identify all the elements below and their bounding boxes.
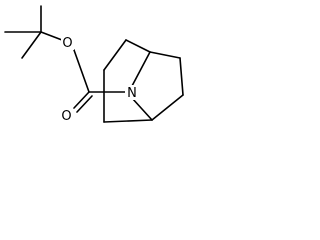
bridge-nitrogen-background (125, 85, 139, 100)
bond-carbonyl-double-a (73, 91, 90, 109)
ester-oxygen-background (61, 35, 74, 50)
ester-oxygen-label: O (62, 36, 72, 51)
molecule-structure: O O N (4, 5, 184, 124)
bond-bridge-lower (131, 97, 153, 121)
bond-oxygen-to-carbonyl (73, 49, 90, 93)
bond-ring-4 (179, 57, 184, 96)
bond-methyl-bottom (21, 31, 42, 59)
bond-quaternary-to-oxygen (40, 31, 63, 41)
bond-ring-1 (103, 39, 127, 71)
bond-ring-2 (125, 39, 151, 53)
structure-canvas: O O N (0, 0, 196, 142)
bond-ring-6 (103, 119, 153, 123)
bond-bridge-upper (131, 51, 151, 87)
bond-ring-5 (151, 94, 184, 121)
carbonyl-oxygen-background (60, 108, 73, 123)
bridge-nitrogen-label: N (127, 86, 137, 101)
bond-ring-3 (149, 51, 181, 59)
carbonyl-oxygen-label: O (61, 109, 71, 124)
bond-carbonyl-double-b (76, 95, 93, 113)
